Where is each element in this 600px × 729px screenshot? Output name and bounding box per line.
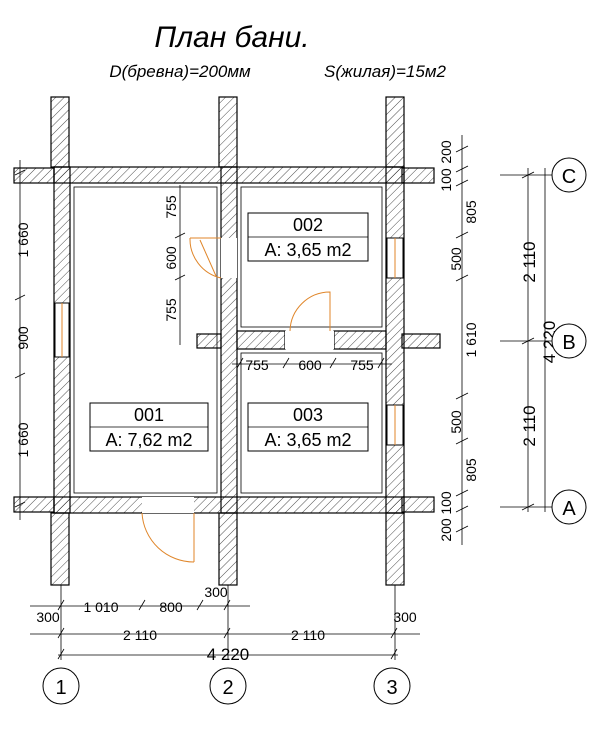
room-002-label: 002 A: 3,65 m2 <box>247 212 369 262</box>
dim-left-mid: 900 <box>15 326 31 350</box>
axis-C: C <box>562 166 576 188</box>
dim-left-top: 1 660 <box>15 222 31 257</box>
dim-inner-3: 755 <box>163 298 179 322</box>
dim-mid-1: 755 <box>245 357 269 373</box>
bottom-dimension-chain: 1 010 800 300 300 2 110 2 110 300 4 220 <box>30 584 420 664</box>
room-001-label: 001 A: 7,62 m2 <box>89 402 209 452</box>
axis-markers: 1 2 3 C B A <box>42 157 587 705</box>
dim-bottom-2110-left: 2 110 <box>123 627 157 643</box>
axis-1: 1 <box>55 677 66 699</box>
dim-right-100-bottom: 100 <box>438 491 454 515</box>
axis-A: A <box>562 498 576 520</box>
dim-left-bottom: 1 660 <box>15 422 31 457</box>
dim-mid-3: 755 <box>350 357 374 373</box>
dim-bottom-2110-right: 2 110 <box>291 627 325 643</box>
axis-2: 2 <box>222 677 233 699</box>
dim-inner-1: 755 <box>163 195 179 219</box>
log-diameter-note: D(бревна)=200мм <box>109 62 251 81</box>
dim-inner-2: 600 <box>163 246 179 270</box>
living-area-note: S(жилая)=15м2 <box>324 62 446 81</box>
dim-right-1610: 1 610 <box>463 322 479 357</box>
inner-vertical-dimension: 755 600 755 <box>163 185 186 345</box>
dim-bottom-1010: 1 010 <box>83 599 118 615</box>
dim-bottom-800: 800 <box>159 599 183 615</box>
dim-right-500-bottom: 500 <box>448 410 464 434</box>
dim-right-805-bottom: 805 <box>463 458 479 482</box>
middle-dimension-chain: 755 600 755 <box>232 357 392 373</box>
plan-title: План бани. <box>154 21 309 54</box>
room-001-area: A: 7,62 m2 <box>105 430 192 450</box>
room-003-label: 003 A: 3,65 m2 <box>247 402 369 452</box>
axis-B: B <box>562 332 575 354</box>
room-001-id: 001 <box>134 405 164 425</box>
dim-bottom-300-right: 300 <box>393 609 417 625</box>
dim-bottom-300-left: 300 <box>36 609 60 625</box>
dim-right-500-top: 500 <box>448 247 464 271</box>
axis-3: 3 <box>386 677 397 699</box>
room-outlines <box>73 186 383 494</box>
dim-right-2110-top: 2 110 <box>520 241 539 282</box>
dim-right-805-top: 805 <box>463 200 479 224</box>
dim-bottom-300-mid: 300 <box>204 584 228 600</box>
windows <box>54 237 404 446</box>
room-003-id: 003 <box>293 405 323 425</box>
room-002-area: A: 3,65 m2 <box>264 240 351 260</box>
dim-mid-2: 600 <box>298 357 322 373</box>
dim-right-2110-bottom: 2 110 <box>520 405 539 446</box>
room-002-id: 002 <box>293 215 323 235</box>
left-dimension-chain: 1 660 900 1 660 <box>14 160 31 520</box>
log-columns <box>13 96 441 586</box>
dim-right-total: 4 220 <box>540 321 559 364</box>
dim-right-200-bottom: 200 <box>438 518 454 542</box>
right-outer-dimension-chain: 2 110 2 110 4 220 <box>500 168 559 512</box>
right-inner-dimension-chain: 200 100 805 500 1 610 500 805 100 200 <box>438 135 479 545</box>
room-003-area: A: 3,65 m2 <box>264 430 351 450</box>
dim-right-200-top: 200 <box>438 140 454 164</box>
doors <box>141 237 334 563</box>
dim-right-100-top: 100 <box>438 168 454 192</box>
